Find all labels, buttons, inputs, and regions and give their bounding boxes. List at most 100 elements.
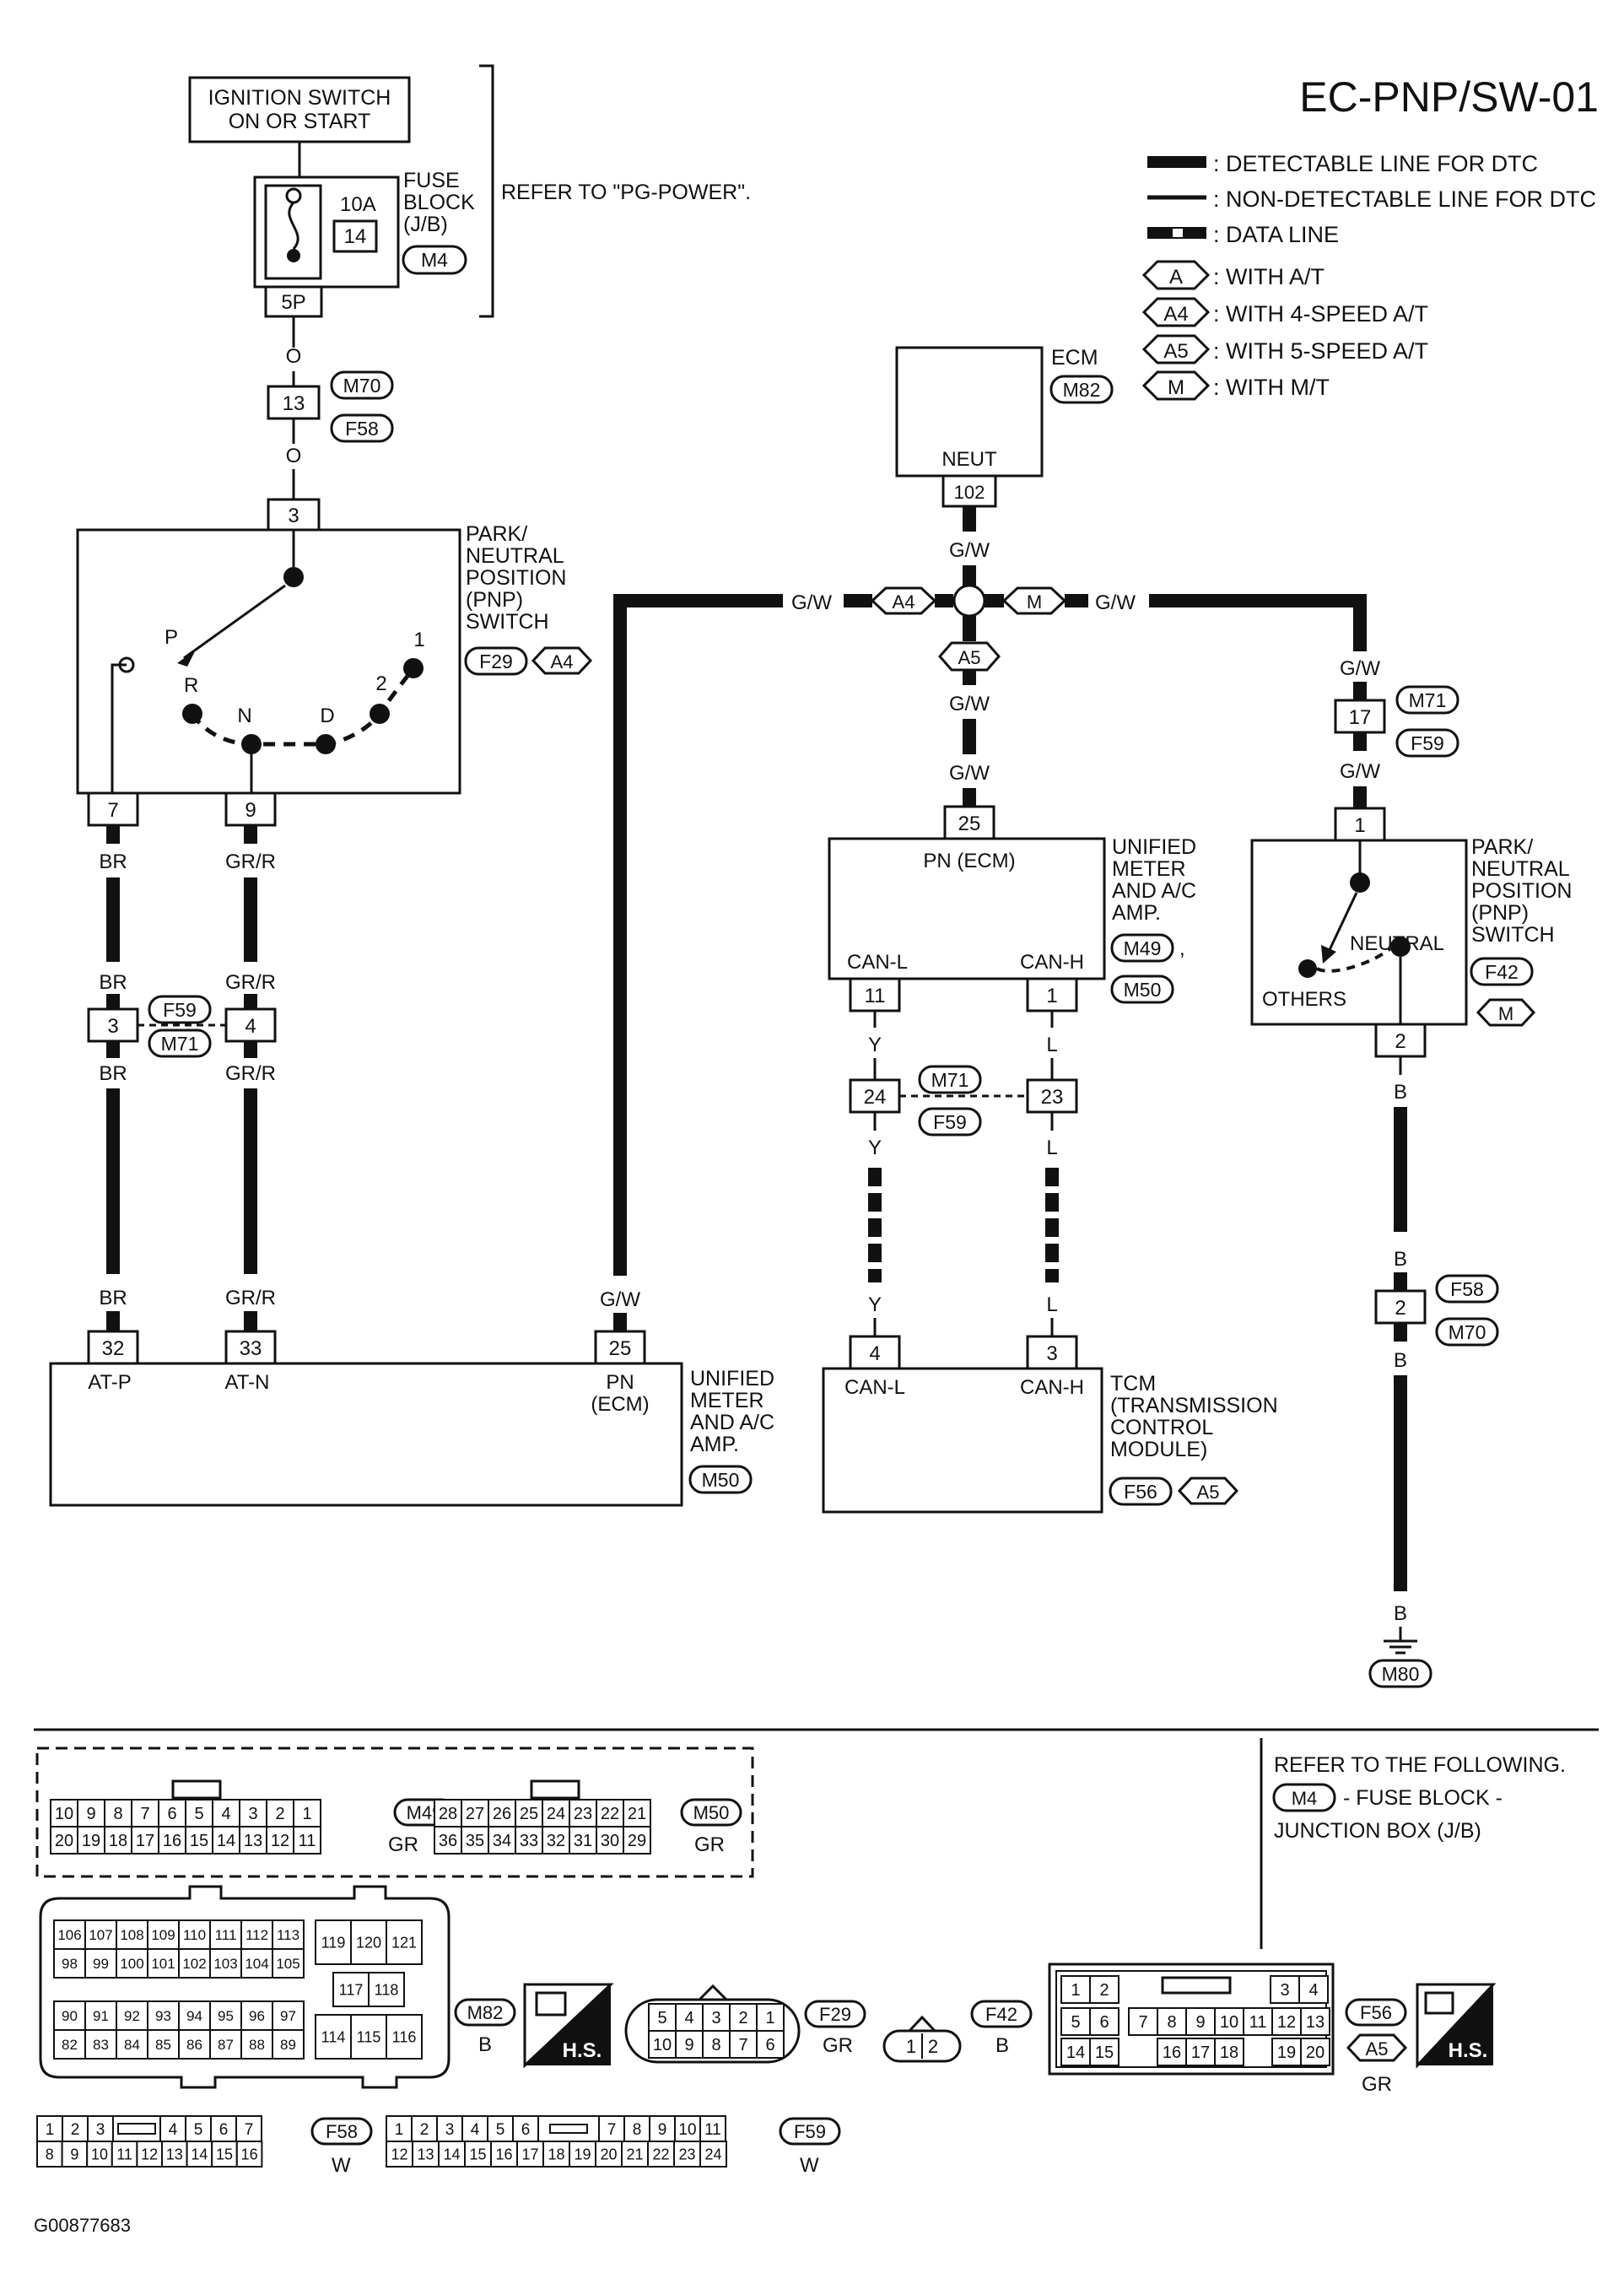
f59-color: W [800,2154,819,2177]
f56-pin-5-cell [1060,2007,1091,2036]
m82-pin-86-cell [178,2029,211,2060]
m82-pin-106: 106 [57,1927,81,1943]
f56-pin-17-cell [1185,2038,1216,2066]
m82-pin-112: 112 [245,1927,268,1943]
m82-pin-105-cell [272,1948,305,1979]
f56-pin-2-cell [1089,1975,1120,2004]
m82-pin-101: 101 [151,1956,175,1972]
refer-l1: REFER TO THE FOLLOWING. [1274,1753,1566,1777]
connector-17: 17 M71 F59 [1334,685,1459,758]
m82-pin-120: 120 [356,1934,381,1951]
f58-pin-4: 4 [169,2121,178,2139]
f42-pin1: 1 [906,2036,916,2057]
tcm-term4: 4 [869,1342,880,1365]
pnp-mt-l5: SWITCH [1471,923,1555,947]
m82-color: B [478,2033,492,2056]
m49-pin-19-cell [77,1826,105,1855]
f59-pin-7: 7 [607,2121,617,2139]
meter-lower-pn2: (ECM) [591,1393,649,1416]
m50-pin-34: 34 [493,1832,511,1850]
f56-face-label: F56 [1360,2002,1392,2023]
f56-pin-7: 7 [1138,2013,1147,2032]
wire-gw-mid2: G/W [949,762,990,785]
f58-pin-3: 3 [96,2121,105,2139]
f58-face-label: F58 [326,2121,358,2142]
term-17: 17 [1349,706,1372,729]
f58-pin-10: 10 [91,2146,108,2162]
wire-gw-ecm: G/W [949,539,990,562]
f56-pin-14: 14 [1066,2044,1085,2062]
tcm-l4: MODULE) [1110,1438,1207,1461]
f29-pin-10-cell [648,2030,677,2059]
m82-pin-94: 94 [186,2008,202,2024]
f56-pin-19: 19 [1277,2044,1296,2062]
m49-pin-1: 1 [302,1805,311,1823]
m49-color: GR [388,1833,418,1856]
tcm-l2: (TRANSMISSION [1110,1394,1278,1417]
m50-pin-29: 29 [628,1832,646,1850]
conn-f59-c: F59 [1411,732,1444,754]
m49-latch [171,1779,222,1800]
m49-pin-4: 4 [221,1805,230,1823]
pos-d: D [320,705,334,727]
f56-pin-10-cell [1214,2007,1244,2036]
f59-pin-22: 22 [652,2146,669,2162]
wire-grr-2: GR/R [225,971,276,994]
f56-pin-13-cell [1300,2007,1330,2036]
pnp-mt-l3: POSITION [1471,879,1572,903]
junction-a5: A5 [958,647,981,668]
term-25-lower: 25 [609,1337,632,1360]
m82-pin-99: 99 [93,1956,109,1972]
f58-pin-14: 14 [191,2146,208,2162]
m49-pin-18: 18 [109,1832,127,1850]
conn-m80: M80 [1382,1663,1420,1685]
wire-l-2: L [1046,1136,1057,1159]
legend-non-detectable: : NON-DETECTABLE LINE FOR DTC [1213,186,1596,212]
m49-pin-6-cell [158,1799,186,1828]
f56-pin-8: 8 [1167,2013,1176,2032]
m82-pin-84-cell [116,2029,148,2060]
f56-pin-4: 4 [1308,1981,1318,2000]
m82-pin-106-cell [53,1919,86,1950]
meter-lower-l4: AMP. [690,1433,739,1456]
f59-pin-18-cell [542,2141,570,2168]
meter-upper-term11: 11 [865,985,886,1007]
m82-face-label: M82 [467,2002,504,2023]
f56-pin-19-cell [1271,2038,1302,2066]
f59-pin-22-cell [647,2141,675,2168]
f59-pin-23-cell [673,2141,701,2168]
junction-m: M [1027,591,1042,613]
m82-pin-102: 102 [182,1956,206,1972]
pnp-mt-term1: 1 [1354,814,1365,837]
pnp-at-f29: F29 [479,651,513,672]
meter-lower-m50: M50 [702,1469,740,1491]
legend-with-4at: : WITH 4-SPEED A/T [1213,301,1428,327]
m82-pin-116: 116 [392,2028,417,2045]
tcm-term3: 3 [1046,1342,1057,1365]
conn-m71-b: M71 [931,1069,969,1091]
fuse-refer: REFER TO "PG-POWER". [501,181,751,204]
m82-pin-86: 86 [186,2037,202,2053]
wire-l-1: L [1046,1034,1057,1056]
f56-pin-6: 6 [1099,2013,1109,2032]
m82-pin-109: 109 [151,1927,175,1943]
hs-badge-1: H.S. [523,1983,614,2069]
m49-pin-8: 8 [113,1805,122,1823]
m49-pin-20: 20 [55,1832,73,1850]
hs-2: H.S. [1449,2039,1488,2062]
f29-pin-5: 5 [657,2009,666,2027]
meter-lower-atn: AT-N [225,1371,270,1394]
f56-pin-12-cell [1271,2007,1302,2036]
f56-pin-3: 3 [1280,1981,1289,2000]
m50-pin-35-cell [461,1826,489,1855]
wire-b-3: B [1394,1349,1407,1372]
f59-pin-17: 17 [521,2146,538,2162]
pos-2: 2 [375,672,386,695]
m82-pin-100: 100 [120,1956,143,1972]
m82-pin-110: 110 [183,1927,206,1943]
wire-gw-mid1: G/W [949,693,990,715]
f29-pin-8-cell [702,2030,731,2059]
m82-pin-120-cell [350,1919,387,1965]
conn-f58-b: F58 [1450,1278,1484,1300]
f56-pin-20-cell [1300,2038,1330,2066]
